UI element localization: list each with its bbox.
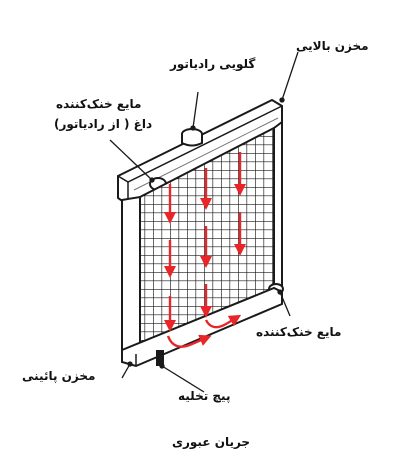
label-hot-coolant-line1: مایع خنک‌کننده: [56, 96, 141, 112]
label-radiator-cap: گلویی رادیاتور: [170, 56, 255, 72]
label-drain-plug: پیچ تخلیه: [178, 388, 230, 404]
label-hot-coolant-line2: داغ ( از رادیاتور): [54, 116, 152, 132]
label-lower-tank: مخزن پائینی: [22, 368, 95, 384]
radiator-cap: [182, 129, 202, 146]
caption: جریان عبوری: [172, 434, 250, 450]
label-coolant-inlet: مایع خنک‌کننده: [256, 324, 341, 340]
label-upper-tank: مخزن بالایی: [296, 38, 369, 54]
